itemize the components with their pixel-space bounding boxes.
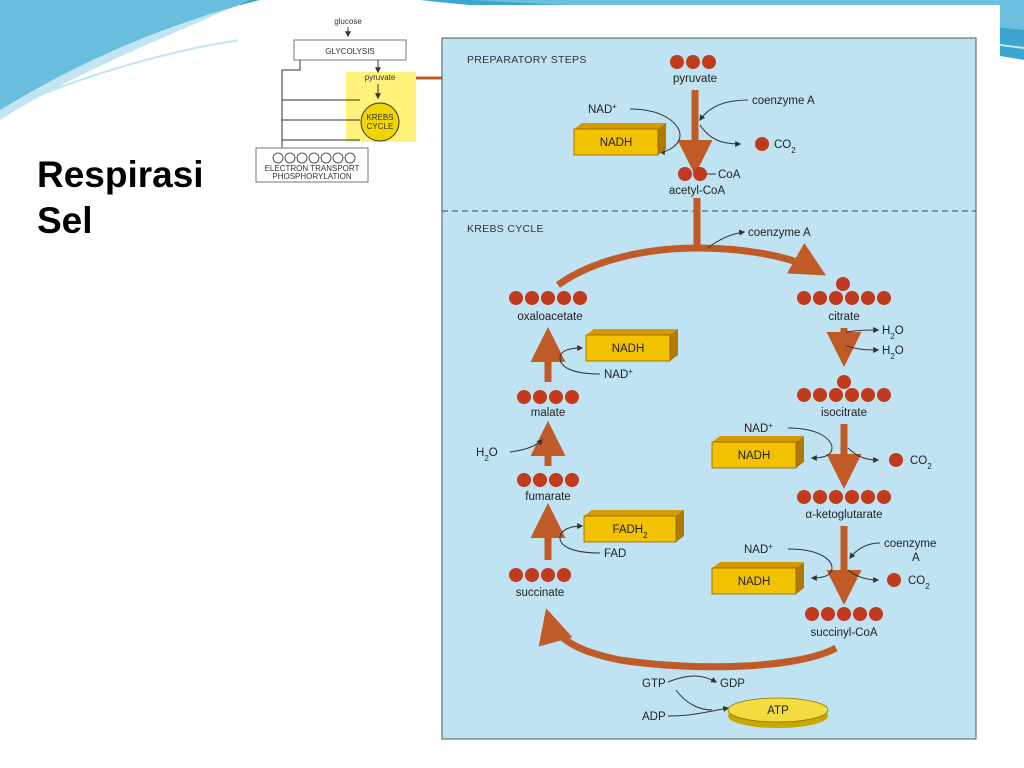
ketoglutarate-nad-plus-label: NAD+	[744, 542, 773, 557]
fadh2-label: FADH2	[612, 524, 648, 540]
cycle-top-arc	[555, 242, 827, 288]
ketoglutarate-coenzyme-arc	[849, 542, 881, 559]
citrate-h2o-in-arc	[845, 345, 880, 353]
malate-nad-arc	[559, 345, 601, 375]
slide-title-line-1: Respirasi	[37, 154, 204, 195]
overview-krebs-label-2: CYCLE	[367, 122, 394, 131]
prep-co2-molecule	[755, 137, 769, 151]
malate-nadh-box	[585, 329, 678, 362]
pyruvate-molecule	[670, 55, 716, 69]
ketoglutarate-coenzyme-label-2: A	[912, 552, 920, 564]
malate-nad-plus-label: NAD+	[604, 367, 633, 382]
citrate-h2o-out-arc	[845, 327, 880, 334]
acetyl-coa-molecule	[678, 167, 716, 181]
overview-etp-label-2: PHOSPHORYLATION	[272, 172, 352, 181]
fadh2-box	[583, 510, 684, 543]
isocitrate-nad-arc	[787, 427, 833, 461]
cycle-coenzyme-a-label: coenzyme A	[748, 227, 811, 239]
overview-glycolysis-box	[293, 39, 407, 61]
ketoglutarate-nad-arc	[787, 548, 833, 581]
fumarate-molecule	[517, 473, 579, 487]
ketoglutarate-nadh-box	[711, 562, 804, 595]
isocitrate-nad-plus-label: NAD+	[744, 421, 773, 436]
isocitrate-co2-arc	[847, 447, 880, 463]
preparatory-steps-header: PREPARATORY STEPS	[467, 54, 587, 66]
fad-arc	[559, 523, 601, 554]
atp-disc	[727, 697, 829, 728]
fad-label: FAD	[604, 548, 626, 560]
overview-diagram: glucose GLYCOLYSIS pyruvate KREBS CYCLE …	[255, 17, 555, 183]
slide-title: Respirasi Sel	[37, 152, 204, 244]
citrate-label: citrate	[828, 311, 859, 323]
succinate-molecule	[509, 568, 571, 582]
prep-nadh-box	[573, 123, 666, 156]
isocitrate-label: isocitrate	[821, 407, 867, 419]
cycle-bottom-arc	[538, 608, 838, 671]
top-left-swoosh-line	[0, 39, 241, 113]
diagram-panel	[441, 37, 977, 740]
coa-label: CoA	[718, 169, 741, 181]
citrate-molecule	[797, 277, 891, 305]
isocitrate-molecule	[797, 375, 891, 402]
citrate-h2o-in-label: H2O	[882, 345, 904, 361]
acetyl-coa-label: acetyl-CoA	[669, 185, 726, 197]
fumarate-label: fumarate	[525, 491, 570, 503]
alpha-ketoglutarate-label: α-ketoglutarate	[806, 509, 883, 521]
overview-bracket	[281, 60, 360, 160]
isocitrate-nadh-box	[711, 436, 804, 469]
gtp-to-atp-link	[675, 689, 713, 711]
overview-krebs-label-1: KREBS	[366, 113, 393, 122]
malate-nadh-label: NADH	[612, 343, 645, 355]
adp-label: ADP	[642, 711, 666, 723]
pyruvate-label: pyruvate	[673, 73, 717, 85]
overview-glucose-label: glucose	[334, 17, 362, 26]
gtp-gdp-arc	[667, 675, 718, 683]
prep-nad-arc	[629, 108, 681, 155]
succinyl-coa-label: succinyl-CoA	[810, 627, 877, 639]
cycle-coenzyme-a-arc	[707, 229, 746, 249]
atp-label: ATP	[767, 705, 789, 717]
oxaloacetate-label: oxaloacetate	[517, 311, 582, 323]
ketoglutarate-co2-molecule	[887, 573, 901, 587]
succinate-label: succinate	[516, 587, 565, 599]
ketoglutarate-nadh-label: NADH	[738, 576, 771, 588]
prep-co2-arc	[699, 124, 742, 147]
krebs-cycle-header: KREBS CYCLE	[467, 223, 544, 235]
ketoglutarate-co2-arc	[847, 569, 880, 583]
slide-title-line-2: Sel	[37, 200, 93, 241]
adp-atp-arc	[667, 705, 730, 717]
prep-coenzyme-a-arc	[699, 99, 749, 121]
overview-glycolysis-label: GLYCOLYSIS	[325, 47, 375, 56]
malate-h2o-arc	[509, 439, 543, 453]
malate-molecule	[517, 390, 579, 404]
ketoglutarate-co2-label: CO2	[908, 575, 930, 591]
prep-co2-label: CO2	[774, 139, 796, 155]
overview-krebs-circle	[360, 102, 400, 142]
prep-nadh-label: NADH	[600, 137, 633, 149]
isocitrate-co2-molecule	[889, 453, 903, 467]
prep-coenzyme-a-label: coenzyme A	[752, 95, 815, 107]
ketoglutarate-coenzyme-label-1: coenzyme	[884, 538, 936, 550]
gdp-label: GDP	[720, 678, 745, 690]
isocitrate-co2-label: CO2	[910, 455, 932, 471]
overview-etp-circles	[272, 152, 356, 164]
gtp-label: GTP	[642, 678, 666, 690]
oxaloacetate-molecule	[509, 291, 587, 305]
prep-nad-plus-label: NAD+	[588, 102, 617, 117]
malate-h2o-label: H2O	[476, 447, 498, 463]
citrate-h2o-out-label: H2O	[882, 325, 904, 341]
isocitrate-nadh-label: NADH	[738, 450, 771, 462]
succinyl-coa-molecule	[805, 607, 883, 621]
malate-label: malate	[531, 407, 566, 419]
alpha-ketoglutarate-molecule	[797, 490, 891, 504]
overview-pyruvate-label: pyruvate	[365, 73, 396, 82]
overview-etp-label-1: ELECTRON TRANSPORT	[265, 164, 360, 173]
top-left-swoosh-light	[0, 0, 250, 120]
